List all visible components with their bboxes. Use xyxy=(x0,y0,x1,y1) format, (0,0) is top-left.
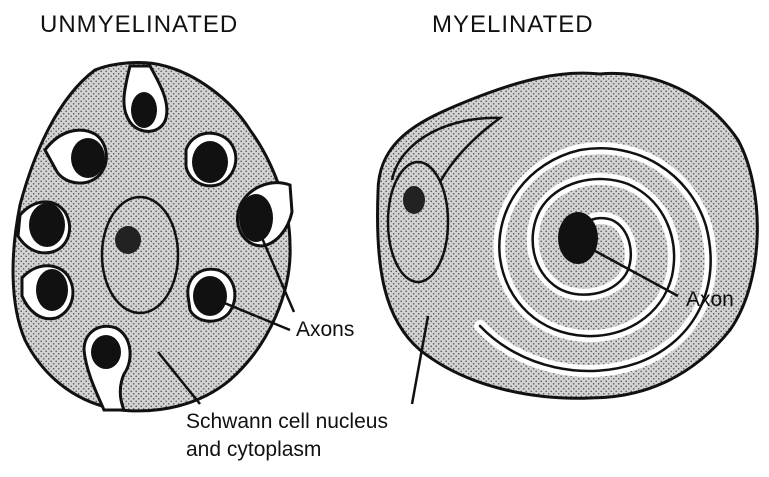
schwann-label-line1: Schwann cell nucleus xyxy=(186,410,388,433)
schwann-label-line2: and cytoplasm xyxy=(186,438,321,461)
unmyelinated-schwann-cell xyxy=(13,63,292,411)
axon-pocket-left xyxy=(18,202,70,253)
axon-pocket-upper-right xyxy=(186,133,236,186)
myelinated-schwann-cell xyxy=(377,73,757,398)
axon-pocket-lower-right xyxy=(188,269,235,321)
myelinated-nucleolus xyxy=(403,186,425,214)
myelinated-nucleus xyxy=(388,162,448,282)
myelinated-axon xyxy=(558,212,598,264)
axons-label: Axons xyxy=(296,318,354,341)
myelinated-title: MYELINATED xyxy=(432,11,594,38)
unmyelinated-nucleolus xyxy=(115,226,141,254)
axon-label: Axon xyxy=(686,288,734,311)
unmyelinated-nucleus xyxy=(102,197,178,313)
unmyelinated-title: UNMYELINATED xyxy=(40,11,238,38)
